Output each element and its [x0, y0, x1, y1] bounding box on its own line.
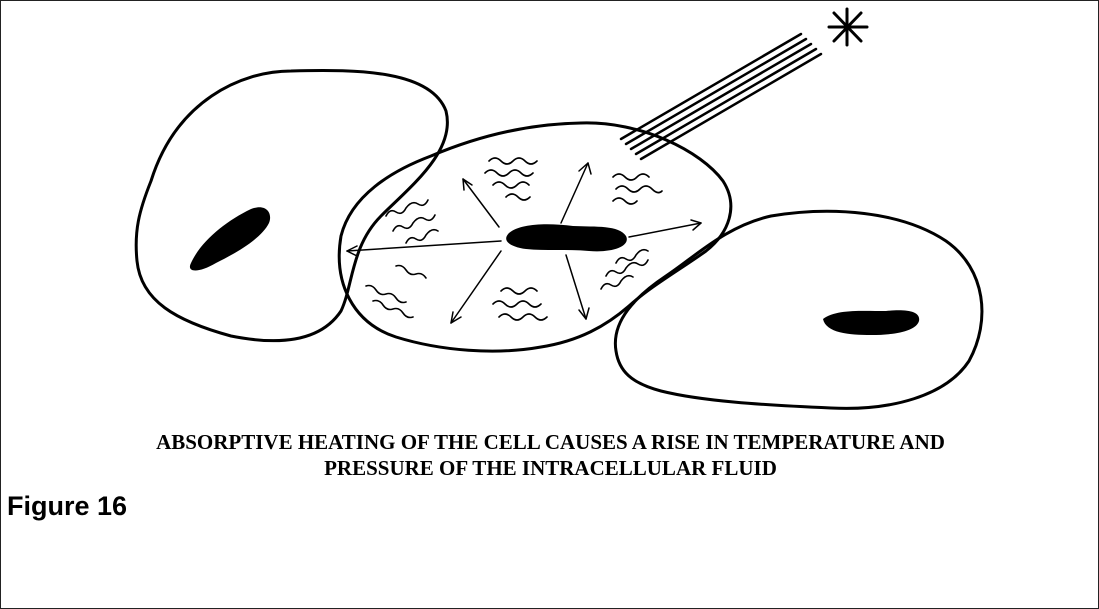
- cell-heating-illustration: [1, 1, 1098, 421]
- right-cell-membrane: [615, 211, 982, 408]
- light-beam: [621, 34, 821, 159]
- left-cell-nucleus: [190, 207, 270, 270]
- left-cell-membrane: [136, 70, 447, 340]
- right-cell-nucleus: [823, 310, 919, 335]
- figure-caption: ABSORPTIVE HEATING OF THE CELL CAUSES A …: [1, 429, 1099, 481]
- light-source-star-icon: [829, 9, 867, 45]
- caption-line-2: PRESSURE OF THE INTRACELLULAR FLUID: [1, 455, 1099, 481]
- heated-cell-nucleus: [506, 224, 627, 251]
- caption-line-1: ABSORPTIVE HEATING OF THE CELL CAUSES A …: [1, 429, 1099, 455]
- figure-number-label: Figure 16: [7, 491, 127, 522]
